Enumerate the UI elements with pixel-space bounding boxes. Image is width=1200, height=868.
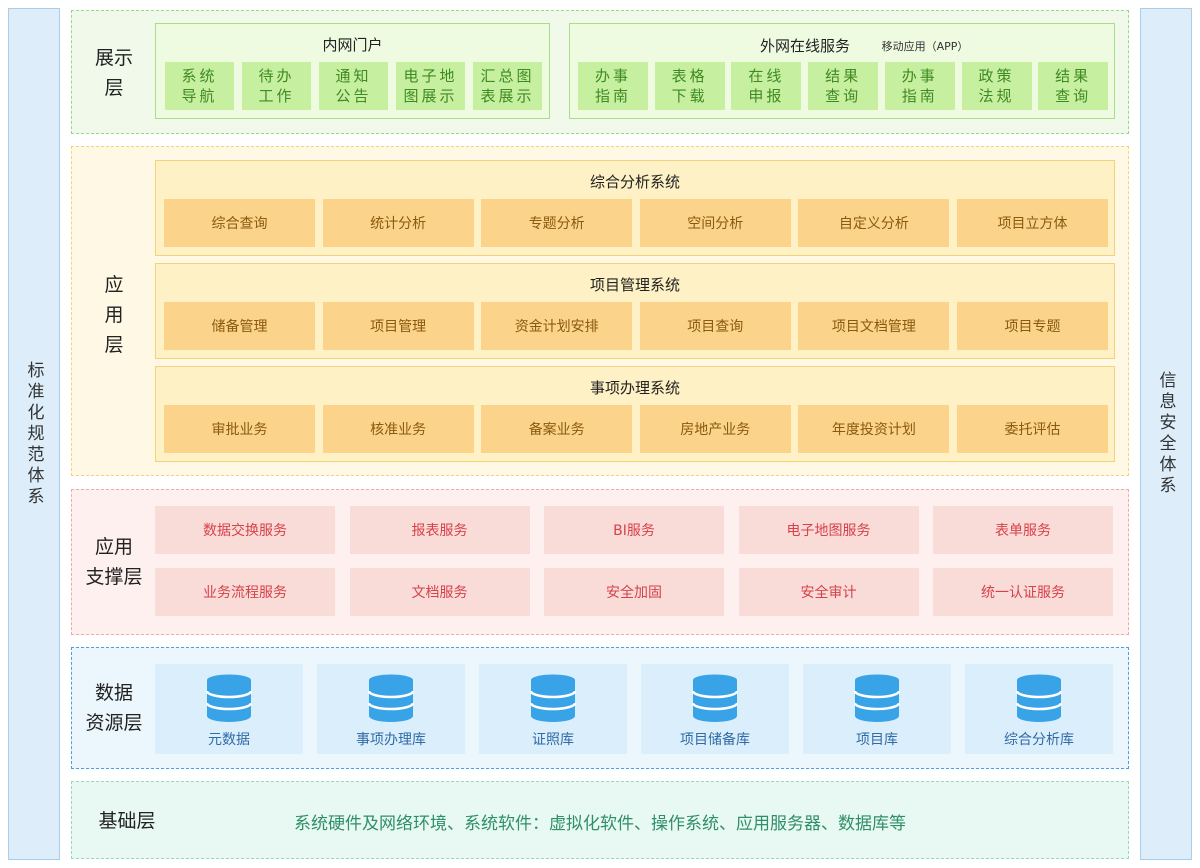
database-label: 证照库	[532, 732, 574, 748]
mobile-app-label: 移动应用（APP）	[881, 40, 969, 53]
support-service-item: 报表服务	[349, 506, 530, 554]
application-layer-title: 应 用 层	[104, 274, 124, 356]
application-function-item: 自定义分析	[798, 199, 950, 247]
application-function-item: 项目立方体	[957, 199, 1108, 247]
application-system-group	[155, 263, 1115, 359]
support-service-item: BI服务	[544, 506, 724, 554]
extranet-service-title: 外网在线服务	[759, 36, 850, 55]
database-label: 元数据	[208, 732, 250, 748]
database-label: 事项办理库	[356, 732, 426, 748]
foundation-layer	[71, 781, 1129, 859]
support-service-item: 安全加固	[544, 568, 724, 616]
application-function-item: 储备管理	[164, 302, 315, 350]
intranet-item: 通知公告	[319, 62, 388, 110]
foundation-description: 系统硬件及网络环境、系统软件：虚拟化软件、操作系统、应用服务器、数据库等	[294, 813, 906, 834]
intranet-item: 系统导航	[165, 62, 234, 110]
application-function-item: 统计分析	[322, 199, 474, 247]
extranet-item: 办事指南	[884, 62, 955, 110]
support-service-item: 表单服务	[933, 506, 1113, 554]
security-system-bar: 信息安全体系	[1140, 8, 1192, 860]
extranet-item: 表格下载	[654, 62, 725, 110]
application-system-group	[155, 160, 1115, 256]
extranet-item: 结果查询	[808, 62, 879, 110]
support-service-item: 文档服务	[349, 568, 530, 616]
intranet-item: 待办工作	[242, 62, 311, 110]
database-icon	[366, 674, 416, 722]
intranet-item: 电子地图展示	[396, 62, 465, 110]
application-system-group	[155, 366, 1115, 462]
application-function-item: 专题分析	[481, 199, 633, 247]
support-service-item: 数据交换服务	[155, 506, 335, 554]
application-function-item: 项目查询	[639, 302, 791, 350]
standards-system-label: 标准化规范体系	[23, 360, 44, 508]
application-function-item: 项目文档管理	[798, 302, 950, 350]
application-function-item: 项目管理	[322, 302, 474, 350]
support-service-item: 业务流程服务	[155, 568, 335, 616]
intranet-portal-title: 内网门户	[322, 35, 383, 54]
application-function-item: 项目专题	[957, 302, 1108, 350]
support-service-item: 安全审计	[738, 568, 919, 616]
data-resources-layer-title: 数据 资源层	[85, 682, 143, 734]
application-function-item: 空间分析	[639, 199, 791, 247]
intranet-item: 汇总图表展示	[473, 62, 542, 110]
standards-system-bar: 标准化规范体系	[8, 8, 60, 860]
application-system-title: 项目管理系统	[589, 275, 680, 294]
support-service-item: 电子地图服务	[738, 506, 919, 554]
application-function-item: 资金计划安排	[481, 302, 633, 350]
application-function-item: 备案业务	[481, 405, 633, 453]
database-icon	[204, 674, 254, 722]
database-icon	[852, 674, 902, 722]
application-function-item: 审批业务	[164, 405, 315, 453]
database-icon	[528, 674, 578, 722]
application-support-layer-title: 应用 支撑层	[85, 536, 143, 588]
application-function-item: 核准业务	[322, 405, 474, 453]
database-icon	[690, 674, 740, 722]
application-function-item: 委托评估	[957, 405, 1108, 453]
support-service-item: 统一认证服务	[933, 568, 1113, 616]
application-function-item: 年度投资计划	[798, 405, 950, 453]
foundation-layer-title: 基础层	[98, 810, 156, 832]
database-label: 综合分析库	[1004, 732, 1074, 748]
database-label: 项目库	[856, 732, 898, 748]
application-system-title: 综合分析系统	[589, 172, 680, 191]
database-icon	[1014, 674, 1064, 722]
presentation-layer-title: 展示 层	[94, 47, 133, 99]
extranet-item: 办事指南	[578, 62, 648, 110]
security-system-label: 信息安全体系	[1155, 371, 1176, 497]
application-function-item: 房地产业务	[639, 405, 791, 453]
application-system-title: 事项办理系统	[589, 378, 680, 397]
extranet-item: 在线申报	[731, 62, 802, 110]
extranet-item: 政策法规	[961, 62, 1032, 110]
database-label: 项目储备库	[680, 732, 750, 748]
extranet-item: 结果查询	[1038, 62, 1109, 110]
application-function-item: 综合查询	[164, 199, 315, 247]
